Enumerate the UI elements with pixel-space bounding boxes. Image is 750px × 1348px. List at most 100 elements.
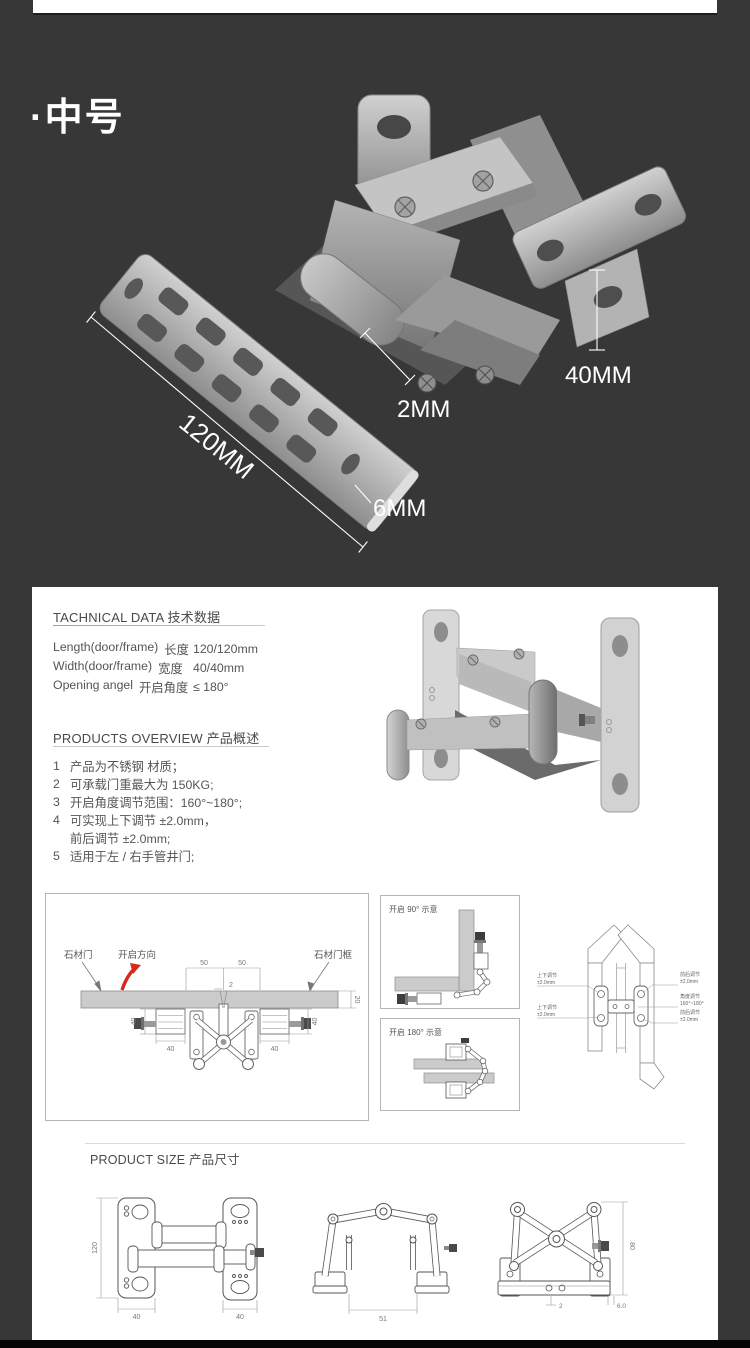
- installation-diagram-box: 石材门 开启方向 石材门框: [45, 893, 369, 1121]
- spec-table: Length(door/frame) 长度 120/120mm Width(doo…: [53, 639, 258, 696]
- adjust-label-fb1-line1: 前后调节: [680, 971, 700, 978]
- list-item: 2 可承载门重最大为 150KG;: [53, 775, 242, 793]
- hero-dimension-lines: [86, 269, 605, 553]
- list-item: 4 可实现上下调节 ±2.0mm，: [53, 811, 242, 829]
- open-90-title: 开启 90° 示意: [389, 904, 438, 914]
- list-item-text: 可实现上下调节 ±2.0mm，: [70, 814, 217, 828]
- adjust-label-fb2-line2: ±2.0mm: [680, 1017, 698, 1023]
- dim-40-right-v: 40: [312, 1018, 319, 1026]
- list-item-number: 3: [53, 795, 60, 809]
- hero-product-photo: 120MM 2MM 6MM 40MM: [86, 94, 687, 553]
- spec-row-length: Length(door/frame) 长度 120/120mm: [53, 639, 258, 658]
- adjust-label-ud2-line1: 上下调节: [537, 1004, 557, 1011]
- dim-plate-width-label: 40MM: [565, 362, 632, 389]
- tech-product-photo: [386, 609, 640, 813]
- technical-data-heading: TACHNICAL DATA 技术数据: [53, 607, 220, 626]
- adjust-bolts: [134, 1017, 311, 1030]
- bottom-black-bar: [0, 1340, 750, 1348]
- dim-2: 2: [229, 982, 233, 989]
- adjust-label-ud2-line2: ±2.0mm: [537, 1012, 555, 1018]
- spec-row-width: Width(door/frame) 宽度 40/40mm: [53, 658, 258, 677]
- dim-40-left-h: 40: [167, 1046, 175, 1053]
- list-item-number: 5: [53, 849, 60, 863]
- dim-side-gap: 2: [559, 1303, 563, 1310]
- content-panel: TACHNICAL DATA 技术数据 Length(door/frame) 长度…: [32, 587, 718, 1340]
- list-item-text: 产品为不锈钢 材质；: [70, 760, 185, 774]
- adjust-label-angle-line2: 160°~180°: [680, 1001, 704, 1007]
- list-item: 3 开启角度调节范围：160°~180°;: [53, 793, 242, 811]
- section-divider: [85, 1143, 685, 1144]
- spec-width-en: Width(door/frame): [53, 658, 153, 673]
- dim-50-left: 50: [200, 960, 208, 967]
- open-180-diagram-box: 开启 180° 示意: [380, 1018, 520, 1111]
- hero-size-title-text: ·中号: [30, 97, 125, 139]
- size-drawing-top-view: 51: [312, 1203, 457, 1323]
- product-size-heading: PRODUCT SIZE 产品尺寸: [90, 1149, 240, 1168]
- products-overview-heading-en: PRODUCTS OVERVIEW: [53, 731, 203, 746]
- technical-data-underline: [53, 625, 265, 626]
- spec-angle-cn: 开启角度: [139, 680, 189, 695]
- spec-length-en: Length(door/frame): [53, 639, 159, 654]
- open-180-diagram: 开启 180° 示意: [389, 1027, 495, 1099]
- overview-list: 1 产品为不锈钢 材质； 2 可承载门重最大为 150KG; 3 开启角度调节范围：1…: [53, 757, 242, 865]
- list-item-text: 前后调节 ±2.0mm;: [70, 832, 171, 846]
- dim-50-right: 50: [238, 960, 246, 967]
- list-item-number: 2: [53, 777, 60, 791]
- label-stone-door-frame: 石材门框: [314, 949, 353, 961]
- spec-angle-en: Opening angel: [53, 677, 133, 692]
- size-drawing-side-view: 80 2 6.0: [497, 1201, 635, 1310]
- spec-width-value: 40/40mm: [193, 660, 245, 675]
- list-item-number: 1: [53, 759, 60, 773]
- dim-40-left-v: 40: [131, 1018, 138, 1026]
- hinge-center-mechanism: [275, 199, 560, 393]
- dim-side-height: 80: [628, 1242, 635, 1250]
- spec-length-cn: 长度: [164, 642, 189, 657]
- spec-row-angle: Opening angel 开启角度 ≤ 180°: [53, 677, 258, 696]
- spec-width-cn: 宽度: [158, 661, 183, 676]
- open-90-diagram-box: 开启 90° 示意: [380, 895, 520, 1009]
- open-90-diagram: 开启 90° 示意: [389, 904, 491, 1005]
- technical-data-heading-cn: 技术数据: [167, 610, 221, 625]
- dim-front-width-right: 40: [236, 1314, 244, 1321]
- door-bar: [80, 990, 339, 1009]
- list-item-number: 4: [53, 813, 60, 827]
- adjust-label-fb2-line1: 前后调节: [680, 1009, 700, 1016]
- spec-length-value: 120/120mm: [193, 641, 258, 656]
- adjust-label-ud1-line1: 上下调节: [537, 972, 557, 979]
- open-direction-arrow-icon: [120, 963, 141, 991]
- dim-40-right-h: 40: [271, 1046, 279, 1053]
- label-stone-door: 石材门: [64, 949, 93, 961]
- dim-front-height: 120: [92, 1242, 99, 1254]
- technical-data-heading-en: TACHNICAL DATA: [53, 610, 164, 625]
- hinge-wrap-linkage: [464, 1045, 489, 1095]
- list-item: 5 适用于左 / 右手管井门;: [53, 847, 242, 865]
- dim-top-width: 51: [379, 1316, 387, 1323]
- spec-angle-value: ≤ 180°: [193, 679, 229, 694]
- scissor-mechanism: [189, 1010, 259, 1070]
- previous-panel-edge: [33, 0, 717, 15]
- list-item-text: 可承载门重最大为 150KG;: [70, 778, 214, 792]
- list-item-text: 开启角度调节范围：160°~180°;: [70, 796, 243, 810]
- dim-thickness-label: 6MM: [373, 495, 426, 522]
- product-size-heading-en: PRODUCT SIZE: [90, 1153, 186, 1167]
- open-180-title: 开启 180° 示意: [389, 1027, 442, 1037]
- list-item-text: 适用于左 / 右手管井门;: [70, 850, 195, 864]
- hinge-long-plate: [99, 254, 419, 532]
- hero-size-title: ·中号: [30, 86, 125, 141]
- dim-20: 20: [353, 996, 360, 1004]
- list-item: 1 产品为不锈钢 材质；: [53, 757, 242, 775]
- hinge-linkage: [453, 968, 491, 999]
- products-overview-heading-cn: 产品概述: [206, 731, 260, 746]
- adjust-label-ud1-line2: ±2.0mm: [537, 980, 555, 986]
- adjust-label-angle-line1: 角度调节: [680, 993, 700, 1000]
- hinge-cross-section: [593, 985, 649, 1027]
- list-item-continuation: 前后调节 ±2.0mm;: [53, 829, 242, 847]
- dim-side-thickness: 6.0: [617, 1303, 626, 1310]
- label-open-direction: 开启方向: [118, 949, 156, 961]
- products-overview-heading: PRODUCTS OVERVIEW 产品概述: [53, 728, 259, 747]
- installation-diagram: 石材门 开启方向 石材门框: [64, 949, 360, 1070]
- adjust-label-fb1-line2: ±2.0mm: [680, 979, 698, 985]
- products-overview-underline: [53, 746, 269, 747]
- adjustment-diagram: 上下调节 ±2.0mm 上下调节 ±2.0mm 前后调节 ±2.0mm 角度调节…: [537, 924, 704, 1090]
